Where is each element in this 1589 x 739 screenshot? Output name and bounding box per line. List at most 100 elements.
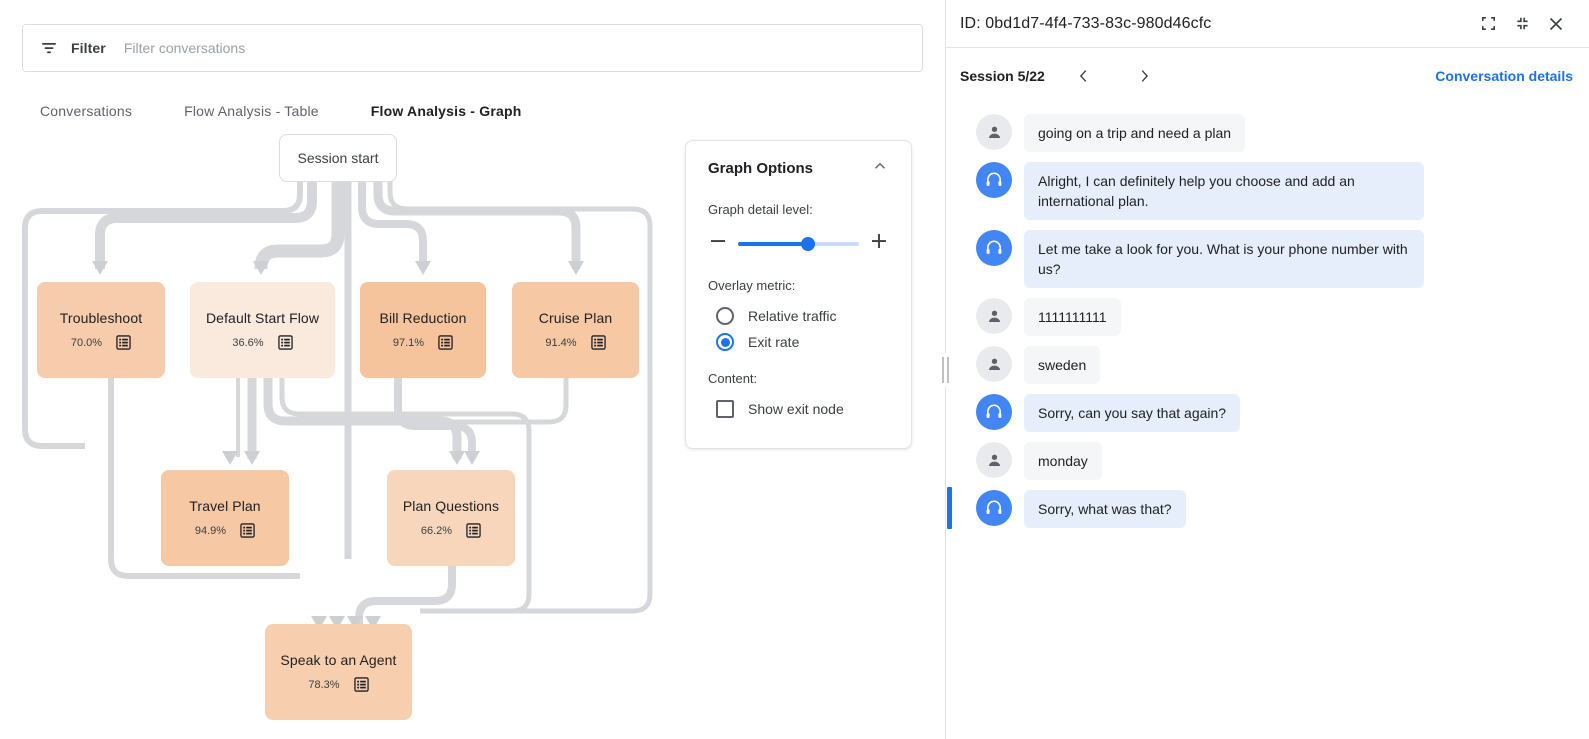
radio-icon[interactable]	[716, 307, 734, 325]
node-metric-row: 94.9%	[195, 523, 255, 538]
message-bubble: monday	[1024, 442, 1102, 480]
conversation-details-link[interactable]: Conversation details	[1435, 67, 1573, 84]
message-bubble: Sorry, what was that?	[1024, 490, 1186, 528]
close-icon[interactable]	[1539, 7, 1573, 41]
radio-label: Exit rate	[748, 334, 800, 350]
chevron-left-icon[interactable]	[1067, 59, 1101, 93]
conversation-pane: ID: 0bd1d7-4f4-733-83c-980d46cfc	[939, 0, 1589, 739]
message-row: 1111111111	[946, 293, 1589, 341]
message-row: monday	[946, 437, 1589, 485]
checkbox-show-exit-node[interactable]: Show exit node	[708, 400, 889, 418]
node-title: Cruise Plan	[538, 310, 613, 326]
node-metric: 70.0%	[70, 336, 103, 349]
graph-node-cruise-plan[interactable]: Cruise Plan 91.4%	[512, 282, 639, 378]
node-title: Plan Questions	[402, 498, 500, 514]
node-list-icon[interactable]	[277, 335, 293, 350]
graph-edges	[22, 179, 653, 630]
node-metric: 66.2%	[420, 524, 453, 537]
message-bubble: sweden	[1024, 346, 1101, 384]
minus-icon[interactable]	[708, 231, 728, 256]
tab-conversations[interactable]: Conversations	[40, 103, 133, 119]
collapse-icon[interactable]	[1505, 7, 1539, 41]
message-row: Sorry, can you say that again?	[946, 389, 1589, 437]
filter-bar[interactable]: Filter	[22, 24, 923, 72]
node-list-icon[interactable]	[353, 677, 369, 692]
graph-options-panel: Graph Options Graph detail level:	[685, 140, 912, 449]
tab-bar: Conversations Flow Analysis - Table Flow…	[0, 90, 945, 134]
node-title: Speak to an Agent	[280, 652, 397, 668]
node-list-icon[interactable]	[466, 523, 481, 538]
node-list-icon[interactable]	[116, 335, 131, 350]
user-avatar	[976, 298, 1012, 334]
tab-flow-analysis-graph[interactable]: Flow Analysis - Graph	[344, 89, 548, 133]
node-title: Troubleshoot	[59, 310, 143, 326]
user-avatar	[976, 442, 1012, 478]
session-navigation: Session 5/22 Conversation details	[946, 48, 1589, 103]
node-metric: 36.6%	[232, 336, 264, 349]
agent-avatar	[976, 230, 1012, 266]
expand-icon[interactable]	[1471, 7, 1505, 41]
node-metric: 94.9%	[194, 524, 227, 537]
graph-node-plan-questions[interactable]: Plan Questions 66.2%	[387, 470, 515, 566]
slider-fill	[738, 241, 809, 246]
graph-node-troubleshoot[interactable]: Troubleshoot 70.0%	[37, 282, 165, 378]
tab-flow-analysis-table[interactable]: Flow Analysis - Table	[184, 103, 319, 119]
node-metric: 78.3%	[308, 678, 340, 691]
slider-thumb[interactable]	[801, 236, 816, 251]
flow-graph-canvas[interactable]: Session start Troubleshoot 70.0%	[0, 129, 945, 739]
message-row: going on a trip and need a plan	[946, 109, 1589, 157]
node-title: Travel Plan	[189, 498, 261, 514]
graph-options-header: Graph Options	[708, 157, 889, 180]
node-title: Default Start Flow	[205, 310, 320, 326]
node-metric: 97.1%	[392, 336, 425, 349]
graph-node-bill-reduction[interactable]: Bill Reduction 97.1%	[360, 282, 486, 378]
plus-icon[interactable]	[869, 231, 889, 256]
agent-avatar	[976, 490, 1012, 526]
session-start-node[interactable]: Session start	[279, 134, 397, 182]
session-counter: Session 5/22	[960, 67, 1045, 84]
graph-options-title: Graph Options	[708, 160, 813, 177]
graph-node-travel-plan[interactable]: Travel Plan 94.9%	[161, 470, 289, 566]
node-list-icon[interactable]	[240, 523, 255, 538]
agent-avatar	[976, 394, 1012, 430]
node-metric-row: 97.1%	[393, 335, 453, 350]
node-metric-row: 66.2%	[421, 523, 481, 538]
graph-detail-level-slider-row[interactable]	[708, 231, 889, 256]
node-metric-row: 70.0%	[71, 335, 131, 350]
node-metric-row: 91.4%	[545, 335, 606, 350]
graph-node-default-start-flow[interactable]: Default Start Flow 36.6%	[190, 282, 335, 378]
node-list-icon[interactable]	[590, 335, 606, 350]
message-bubble: 1111111111	[1024, 298, 1121, 336]
message-bubble: Sorry, can you say that again?	[1024, 394, 1241, 432]
conversation-header: ID: 0bd1d7-4f4-733-83c-980d46cfc	[946, 0, 1589, 48]
filter-input[interactable]	[123, 40, 906, 56]
graph-node-speak-to-an-agent[interactable]: Speak to an Agent 78.3%	[265, 624, 412, 720]
message-bubble: Let me take a look for you. What is your…	[1024, 230, 1424, 288]
detail-level-slider[interactable]	[738, 236, 859, 251]
node-metric: 91.4%	[545, 336, 577, 349]
handle-bar	[946, 356, 949, 383]
message-row: Alright, I can definitely help you choos…	[946, 157, 1589, 225]
content-label: Content:	[708, 371, 758, 386]
chevron-up-icon[interactable]	[871, 157, 889, 180]
radio-exit-rate[interactable]: Exit rate	[708, 333, 889, 351]
chevron-right-icon[interactable]	[1127, 59, 1161, 93]
flow-analysis-pane: Filter Conversations Flow Analysis - Tab…	[0, 0, 946, 739]
message-bubble: going on a trip and need a plan	[1024, 114, 1246, 152]
filter-label: Filter	[71, 40, 106, 56]
user-avatar	[976, 346, 1012, 382]
conversation-id: ID: 0bd1d7-4f4-733-83c-980d46cfc	[960, 14, 1212, 32]
message-list[interactable]: going on a trip and need a plan Alright,…	[946, 103, 1589, 739]
radio-relative-traffic[interactable]: Relative traffic	[708, 307, 889, 325]
radio-icon-selected[interactable]	[716, 333, 734, 351]
node-metric-row: 78.3%	[308, 677, 369, 692]
checkbox-label: Show exit node	[748, 401, 844, 417]
node-metric-row: 36.6%	[232, 335, 293, 350]
node-list-icon[interactable]	[438, 335, 453, 350]
pane-resize-handle[interactable]	[939, 352, 951, 387]
graph-detail-level-label: Graph detail level:	[708, 202, 813, 217]
node-title: Bill Reduction	[379, 310, 467, 326]
radio-label: Relative traffic	[748, 308, 837, 324]
checkbox-icon[interactable]	[716, 400, 734, 418]
